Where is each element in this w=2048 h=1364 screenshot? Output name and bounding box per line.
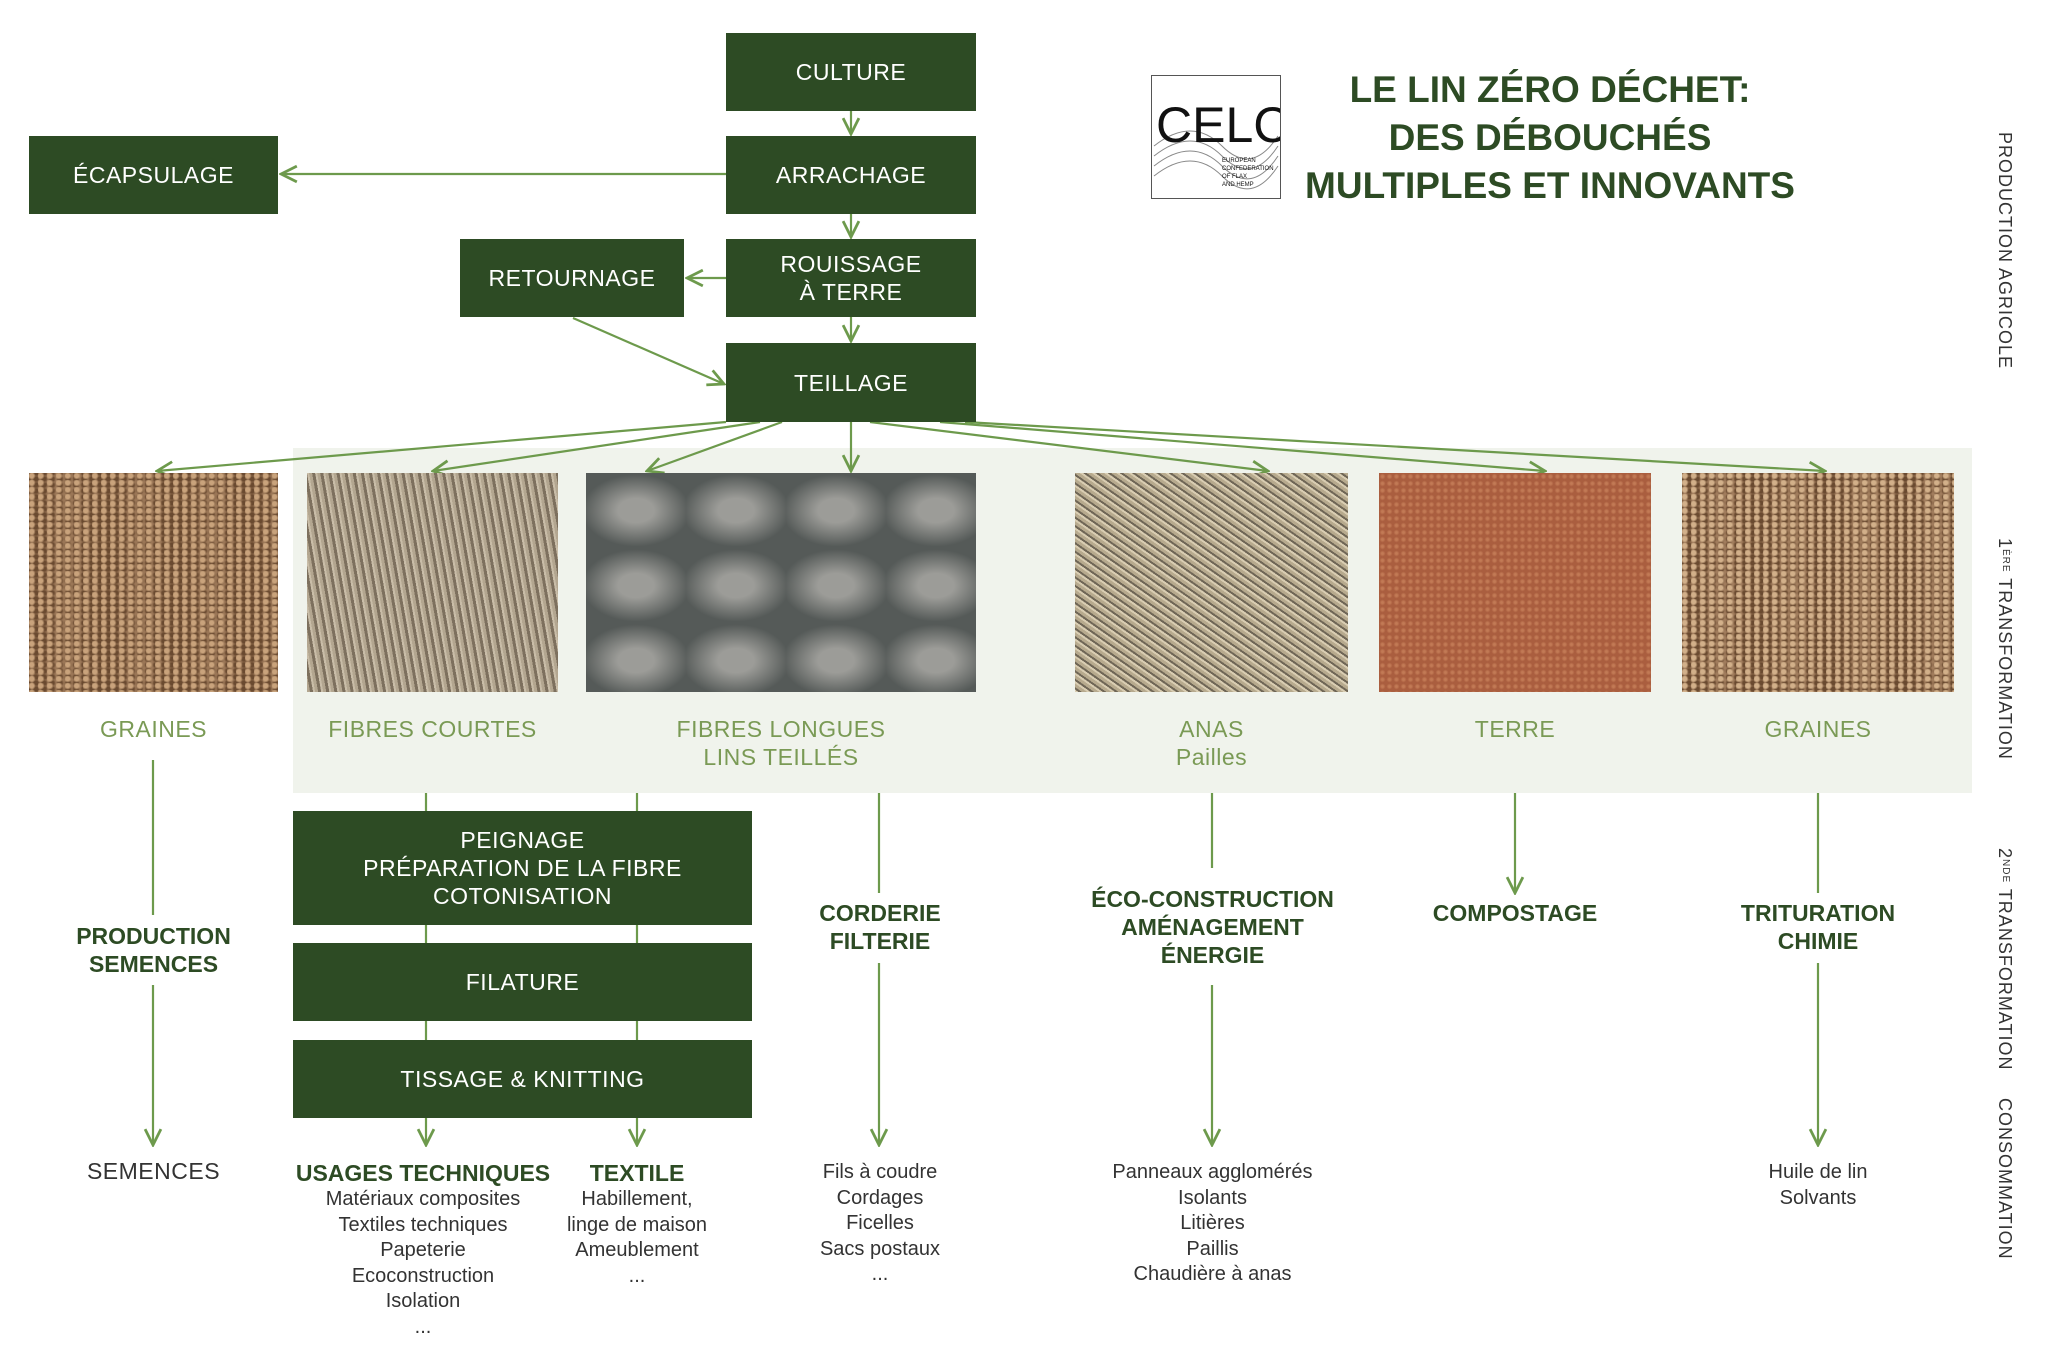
teillage-box: TEILLAGE: [726, 343, 976, 422]
rouissage-box: ROUISSAGE À TERRE: [726, 239, 976, 317]
production-semences-label: PRODUCTION SEMENCES: [76, 923, 231, 977]
list-item: Papeterie: [380, 1239, 466, 1261]
celc-logo: CELC EUROPEAN CONFEDERATION OF FLAX AND HEM…: [1151, 75, 1289, 199]
list-title: USAGES TECHNIQUES: [295, 1160, 551, 1186]
list-item: Chaudière à anas: [1133, 1263, 1292, 1285]
list-item: Solvants: [1779, 1186, 1857, 1209]
arrow: [869, 420, 1268, 471]
tissage-box: TISSAGE & KNITTING: [293, 1040, 752, 1118]
stage-consommation: CONSOMMATION: [1995, 1098, 2015, 1260]
list-item: Habillement,: [581, 1188, 693, 1210]
fibres-longues-image: [586, 473, 976, 692]
arrow: [964, 420, 1825, 471]
svg-text:AND HEMP: AND HEMP: [1222, 182, 1254, 188]
product-sub: Pailles: [1175, 744, 1248, 770]
list-item: Litières: [1180, 1212, 1245, 1234]
list-item: ...: [628, 1264, 646, 1287]
product-sub: LINS TEILLÉS: [703, 744, 859, 770]
eco-construction-label: ÉCO-CONSTRUCTION AMÉNAGEMENT ÉNERGIE: [1091, 886, 1334, 968]
filature-box: FILATURE: [293, 943, 752, 1021]
product-label: GRAINES: [99, 716, 208, 742]
list-item: Matériaux composites: [325, 1188, 521, 1210]
list-item: Huile de lin: [1768, 1161, 1868, 1183]
corderie-label: CORDERIE FILTERIE: [819, 900, 941, 954]
list-item: Sacs postaux: [819, 1237, 941, 1260]
stage-number: 1: [1995, 538, 2015, 550]
list-item: ...: [414, 1315, 432, 1338]
list-title: TEXTILE: [589, 1160, 685, 1186]
list-item: Fils à coudre: [822, 1161, 938, 1183]
stage-number: 2: [1995, 848, 2015, 860]
arrow: [433, 420, 761, 471]
product-label: TERRE: [1474, 716, 1556, 742]
product-label: GRAINES: [1764, 716, 1872, 742]
product-name: ANAS: [1179, 716, 1244, 742]
stage-production-agricole: PRODUCTION AGRICOLE: [1995, 132, 2015, 370]
arrow: [939, 420, 1545, 471]
ecapsulage-box: ÉCAPSULAGE: [29, 136, 278, 214]
arrachage-box: ARRACHAGE: [726, 136, 976, 214]
list-item: ...: [871, 1263, 889, 1285]
anas-image: [1075, 473, 1348, 692]
list-item: Ameublement: [575, 1239, 699, 1261]
product-label: FIBRES COURTES: [328, 716, 537, 742]
arrow: [157, 420, 727, 471]
svg-text:OF FLAX: OF FLAX: [1222, 174, 1247, 180]
retournage-box: RETOURNAGE: [460, 239, 684, 317]
list-item: linge de maison: [566, 1213, 708, 1236]
page-title: LE LIN ZÉRO DÉCHET: DES DÉBOUCHÉS MULTIP…: [1300, 66, 1800, 210]
stage-sup: ÈRE: [2000, 549, 2011, 573]
celc-logo-image: CELC EUROPEAN CONFEDERATION OF FLAX AND HEM…: [1153, 97, 1289, 190]
list-item: Textiles techniques: [338, 1213, 508, 1236]
title-line: LE LIN ZÉRO DÉCHET:: [1349, 69, 1751, 110]
graines-image: [1682, 473, 1954, 692]
terre-image: [1379, 473, 1651, 692]
list-item: Panneaux agglomérés: [1112, 1161, 1313, 1183]
culture-box: CULTURE: [726, 33, 976, 111]
list-item: Isolants: [1178, 1186, 1247, 1209]
graines-image: [29, 473, 278, 692]
svg-text:CONFEDERATION: CONFEDERATION: [1222, 166, 1274, 172]
stage-first-transformation: 1ÈRE TRANSFORMATION: [1994, 538, 2015, 760]
list-item: Ecoconstruction: [351, 1264, 495, 1287]
stage-text: TRANSFORMATION: [1995, 572, 2015, 760]
stage-sup: NDE: [2000, 859, 2011, 884]
svg-text:CELC: CELC: [1156, 97, 1280, 153]
compostage-label: COMPOSTAGE: [1432, 900, 1598, 926]
svg-text:EUROPEAN: EUROPEAN: [1222, 158, 1256, 164]
arrow: [647, 420, 783, 471]
product-name: FIBRES LONGUES: [676, 716, 886, 742]
stage-second-transformation: 2NDE TRANSFORMATION: [1994, 848, 2015, 1070]
list-item: Paillis: [1186, 1237, 1239, 1260]
list-item: Isolation: [385, 1290, 461, 1312]
peignage-box: PEIGNAGE PRÉPARATION DE LA FIBRE COTONIS…: [293, 811, 752, 925]
arrow: [572, 316, 724, 384]
semences-label: SEMENCES: [86, 1158, 221, 1184]
title-line: MULTIPLES ET INNOVANTS: [1305, 165, 1795, 206]
list-item: Cordages: [836, 1186, 924, 1209]
trituration-label: TRITURATION CHIMIE: [1740, 900, 1896, 954]
title-line: DES DÉBOUCHÉS: [1388, 117, 1712, 158]
fibres-courtes-image: [307, 473, 558, 692]
list-item: Ficelles: [846, 1212, 914, 1234]
stage-text: TRANSFORMATION: [1995, 883, 2015, 1071]
